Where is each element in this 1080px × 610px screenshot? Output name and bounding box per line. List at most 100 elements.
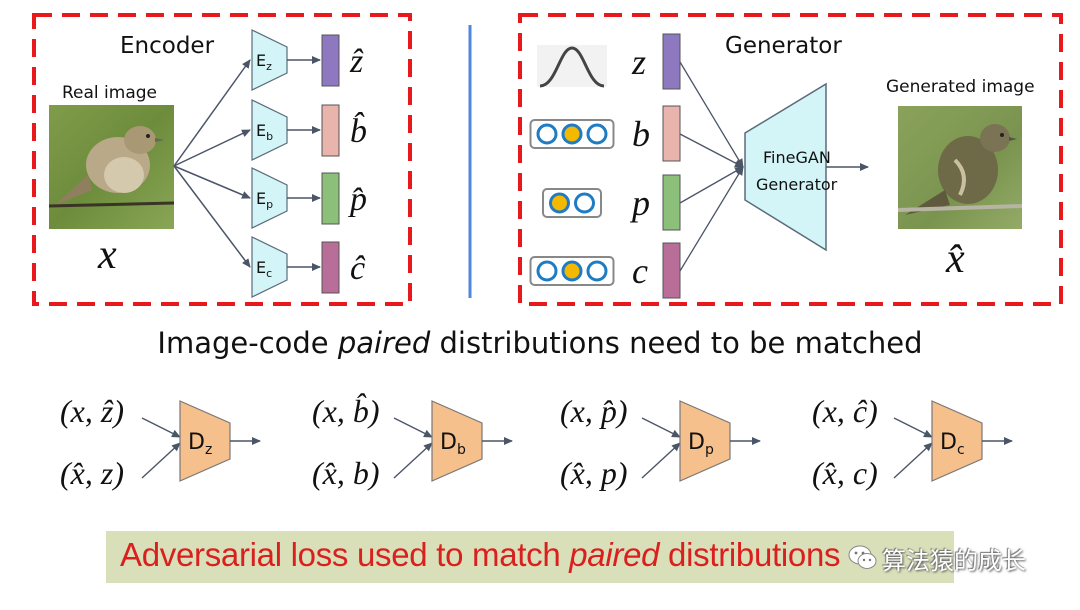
generator-title: Generator — [725, 33, 842, 59]
generated-image-symbol: x̂ — [945, 236, 965, 282]
one-hot-slot — [536, 123, 558, 145]
real-pair: (x, p̂) — [560, 393, 628, 429]
latent-symbol: p — [629, 183, 650, 223]
fake-pair: (x̂, p) — [560, 455, 628, 491]
real-pair-arrow — [393, 417, 433, 438]
fake-pair: (x̂, b) — [312, 455, 380, 491]
generator-input-z: z — [537, 33, 744, 168]
encoder-title: Encoder — [120, 33, 215, 59]
generator-input-p: p — [542, 166, 744, 231]
code-vector-z — [321, 34, 340, 87]
real-pair-arrow — [893, 417, 933, 438]
code-vector-b — [321, 104, 340, 157]
latent-vector-c — [662, 242, 681, 299]
banner-emph: paired — [569, 536, 660, 573]
encoder-label: Ep — [256, 189, 273, 211]
real-image-symbol: x — [97, 232, 117, 278]
encoder-block — [251, 99, 288, 161]
real-pair: (x, ẑ) — [60, 393, 124, 429]
code-symbol: p̂ — [348, 181, 367, 218]
discriminator-b: (x, b̂) (x̂, b) Db — [312, 393, 513, 491]
generator-panel-border — [518, 13, 1063, 306]
latent-symbol: b — [632, 114, 650, 154]
discriminator-block — [179, 400, 231, 482]
input-arrow — [173, 165, 251, 199]
one-hot-slot — [536, 260, 558, 282]
fake-pair: (x̂, z) — [60, 455, 124, 491]
encoder-row-z: Ez ẑ — [173, 29, 364, 167]
generator-input-c: c — [529, 166, 744, 299]
latent-arrow — [679, 133, 744, 168]
banner-after: distributions — [659, 536, 841, 573]
encoder-block — [251, 236, 288, 298]
discriminator-block — [431, 400, 483, 482]
one-hot-active-slot — [549, 192, 570, 214]
code-symbol: b̂ — [350, 111, 367, 150]
watermark: 算法猿的成长 — [848, 541, 1026, 575]
input-arrow — [173, 165, 251, 268]
latent-vector-z — [662, 33, 681, 90]
discriminator-label: Dp — [688, 430, 714, 458]
caption-after: distributions need to be matched — [430, 326, 923, 360]
generator-block-label-1: FineGAN — [763, 148, 831, 167]
fake-pair-arrow — [141, 442, 181, 479]
finegan-generator-block — [744, 82, 827, 252]
latent-symbol: z — [631, 42, 646, 82]
caption-before: Image-code — [157, 326, 338, 360]
encoder-panel-border — [32, 13, 412, 306]
gaussian-bg — [537, 45, 607, 87]
adversarial-loss-banner — [106, 531, 954, 583]
encoder-block — [251, 167, 288, 229]
one-hot-slot — [586, 123, 608, 145]
encoder-label: Ez — [256, 51, 272, 73]
caption: Image-code paired distributions need to … — [0, 326, 1080, 360]
discriminator-label: Db — [440, 430, 466, 458]
one-hot-active-slot — [561, 123, 583, 145]
input-arrow — [173, 59, 251, 167]
generated-image-label: Generated image — [886, 77, 1035, 97]
one-hot-active-slot — [561, 260, 583, 282]
discriminator-z: (x, ẑ) (x̂, z) Dz — [60, 393, 261, 491]
caption-emph: paired — [337, 326, 431, 360]
code-symbol: ẑ — [349, 43, 364, 80]
discriminator-p: (x, p̂) (x̂, p) Dp — [560, 393, 761, 491]
latent-vector-p — [662, 174, 681, 231]
discriminator-block — [679, 400, 731, 482]
generated-image — [897, 106, 1023, 229]
watermark-text: 算法猿的成长 — [882, 546, 1026, 575]
fake-pair-arrow — [893, 442, 933, 479]
real-pair-arrow — [641, 417, 681, 438]
discriminator-c: (x, ĉ)(x̂, c)Dc — [812, 393, 1013, 491]
fake-pair: (x̂, c) — [812, 455, 878, 491]
wechat-icon — [848, 544, 878, 572]
latent-arrow — [679, 166, 744, 204]
fake-pair-arrow — [641, 442, 681, 479]
banner-before: Adversarial loss used to match — [120, 536, 570, 573]
input-arrow — [173, 129, 251, 167]
generator-block-label-2: Generator — [756, 175, 838, 194]
latent-vector-b — [662, 105, 681, 162]
code-vector-p — [321, 172, 340, 225]
real-image-label: Real image — [62, 83, 157, 103]
encoder-label: Ec — [256, 258, 272, 280]
gaussian-curve-icon — [539, 46, 605, 88]
code-symbol: ĉ — [350, 250, 366, 287]
encoder-row-c: Ec ĉ — [173, 165, 366, 298]
encoder-row-p: Ep p̂ — [173, 165, 367, 229]
discriminator-block — [931, 400, 983, 482]
latent-arrow — [679, 61, 744, 168]
code-vector-c — [321, 241, 340, 294]
latent-symbol: c — [632, 251, 648, 291]
real-pair: (x, b̂) — [312, 393, 380, 429]
encoder-label: Eb — [256, 121, 273, 143]
encoder-block — [251, 29, 288, 91]
adversarial-loss-text: Adversarial loss used to match paired di… — [120, 536, 841, 574]
real-pair: (x, ĉ) — [812, 393, 878, 429]
one-hot-slot — [574, 192, 595, 214]
latent-arrow — [679, 166, 744, 272]
discriminator-label: Dz — [188, 430, 212, 458]
real-pair-arrow — [141, 417, 181, 438]
one-hot-slot — [586, 260, 608, 282]
generator-input-b: b — [529, 105, 744, 168]
